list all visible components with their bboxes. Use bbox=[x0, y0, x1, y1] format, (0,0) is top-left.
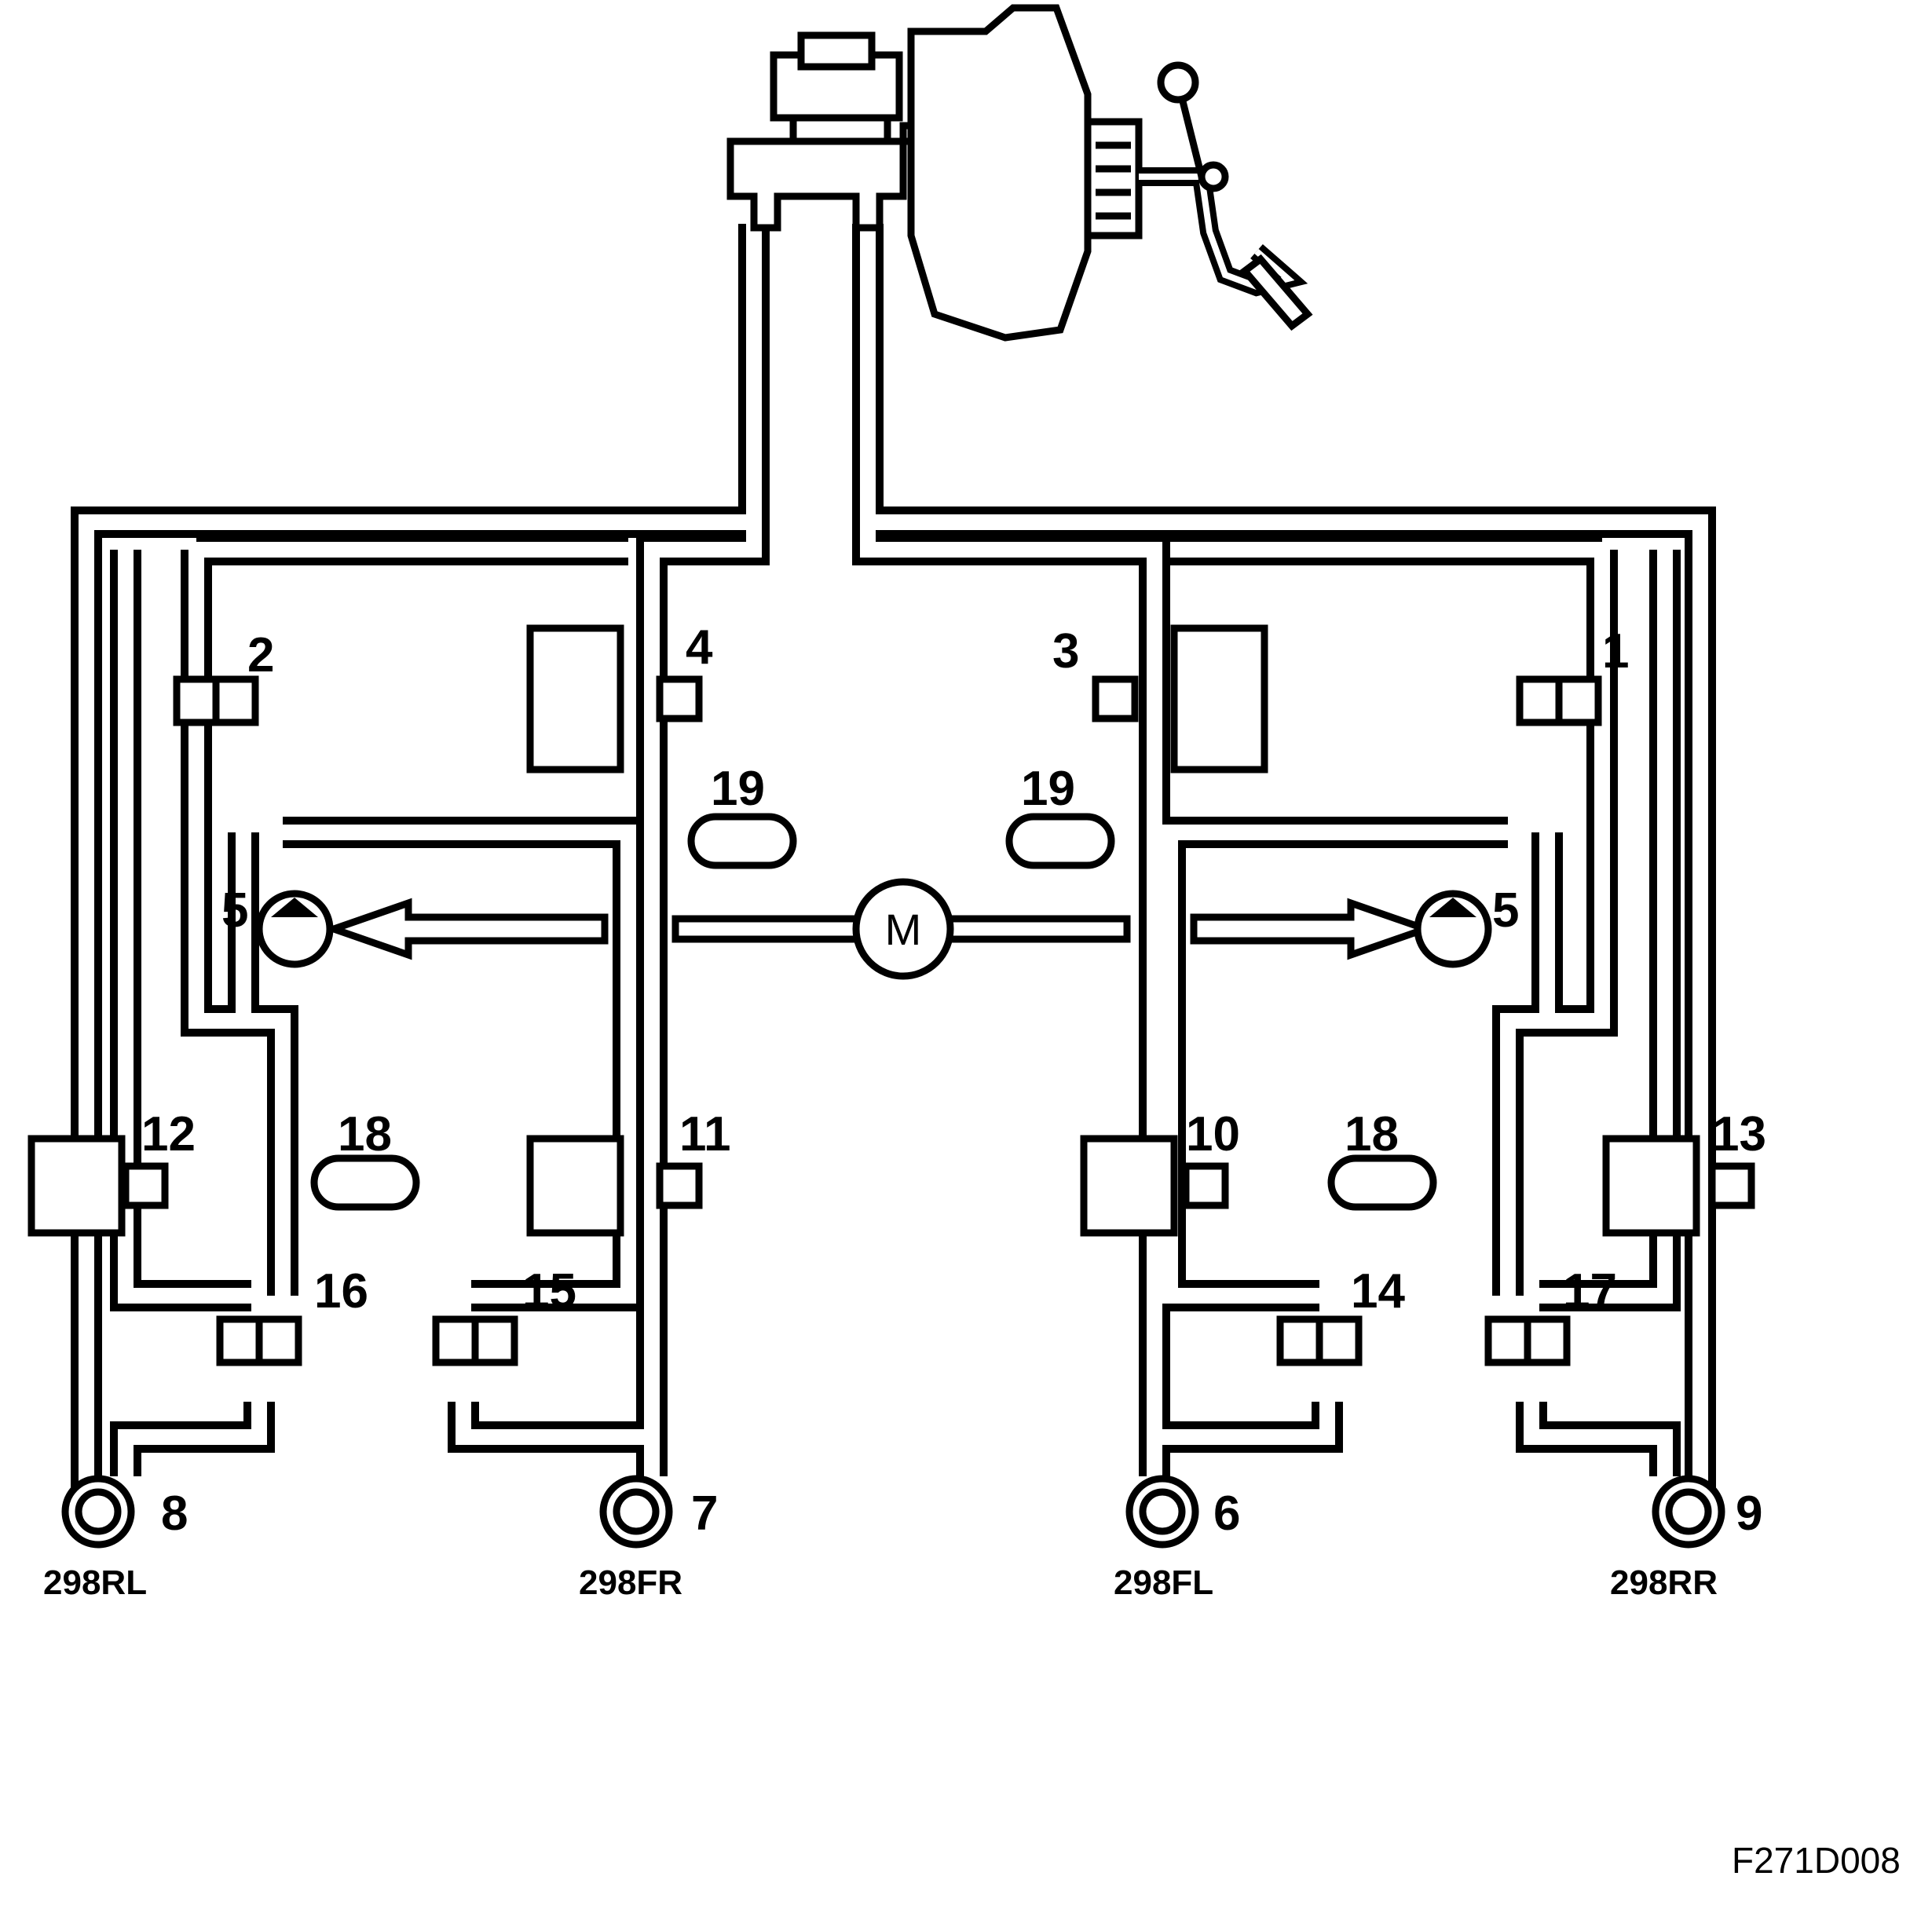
label-1: 1 bbox=[1602, 624, 1629, 678]
pump-left bbox=[255, 890, 334, 968]
label-7: 7 bbox=[691, 1487, 718, 1541]
brake-booster bbox=[907, 4, 1143, 342]
wheel-brake-fr bbox=[599, 1475, 673, 1549]
label-8: 8 bbox=[161, 1487, 188, 1541]
pressure-valve-fl bbox=[1080, 1135, 1178, 1237]
motor-label: M bbox=[885, 905, 922, 954]
valve-11 bbox=[656, 1162, 703, 1209]
wheel-brake-rr bbox=[1652, 1475, 1725, 1549]
label-5-left: 5 bbox=[221, 883, 248, 938]
wheel-label-fr: 298FR bbox=[579, 1563, 682, 1602]
valve-12 bbox=[122, 1162, 169, 1209]
label-19-right: 19 bbox=[1021, 762, 1075, 816]
valve-4 bbox=[656, 675, 703, 722]
label-9: 9 bbox=[1736, 1487, 1762, 1541]
label-4: 4 bbox=[686, 620, 713, 675]
valve-10 bbox=[1182, 1162, 1229, 1209]
label-18-left: 18 bbox=[338, 1107, 392, 1161]
label-3: 3 bbox=[1052, 624, 1079, 678]
pedal-pivot-icon bbox=[1157, 61, 1199, 104]
accumulator-18-left bbox=[310, 1154, 420, 1211]
label-2: 2 bbox=[247, 628, 274, 682]
pump-arrow-right bbox=[1190, 898, 1436, 960]
pressure-valve-fr bbox=[526, 1135, 624, 1237]
label-12: 12 bbox=[141, 1107, 196, 1161]
label-10: 10 bbox=[1186, 1107, 1240, 1161]
brake-pedal bbox=[1139, 61, 1313, 331]
valves bbox=[27, 624, 1755, 1366]
label-17: 17 bbox=[1563, 1264, 1617, 1318]
pump-motor: M bbox=[671, 878, 1131, 980]
pump-right bbox=[1414, 890, 1492, 968]
accumulator-19-left bbox=[687, 813, 797, 869]
pressure-valve-upper-right bbox=[1170, 624, 1268, 773]
wheel-label-rr: 298RR bbox=[1610, 1563, 1718, 1602]
valve-3 bbox=[1092, 675, 1139, 722]
accumulators bbox=[310, 813, 1437, 1211]
accumulator-19-right bbox=[1005, 813, 1115, 869]
label-5-right: 5 bbox=[1492, 883, 1519, 938]
wheel-label-fl: 298FL bbox=[1114, 1563, 1213, 1602]
wheel-labels: 298RL 298FR 298FL 298RR bbox=[43, 1563, 1718, 1602]
label-6: 6 bbox=[1213, 1487, 1240, 1541]
label-15: 15 bbox=[522, 1264, 576, 1318]
pressure-valve-upper-left bbox=[526, 624, 624, 773]
label-14: 14 bbox=[1351, 1264, 1405, 1318]
label-18-right: 18 bbox=[1345, 1107, 1399, 1161]
label-16: 16 bbox=[314, 1264, 368, 1318]
figure-code: F271D008 bbox=[1732, 1840, 1901, 1881]
wheel-brake-fl bbox=[1125, 1475, 1199, 1549]
label-13: 13 bbox=[1712, 1107, 1766, 1161]
master-cylinder bbox=[726, 31, 915, 232]
pressure-valve-rr bbox=[1602, 1135, 1700, 1237]
pressure-valve-rl bbox=[27, 1135, 126, 1237]
wheel-label-rl: 298RL bbox=[43, 1563, 147, 1602]
valve-13 bbox=[1708, 1162, 1755, 1209]
component-labels: 2 4 3 1 19 19 5 5 12 18 11 10 18 13 16 1… bbox=[141, 620, 1766, 1541]
pump-arrow-left bbox=[323, 898, 609, 960]
label-11: 11 bbox=[679, 1107, 731, 1161]
accumulator-18-right bbox=[1327, 1154, 1437, 1211]
hydraulic-lines-inner bbox=[79, 224, 1708, 1488]
wheel-brake-rl bbox=[61, 1475, 135, 1549]
label-19-left: 19 bbox=[711, 762, 765, 816]
